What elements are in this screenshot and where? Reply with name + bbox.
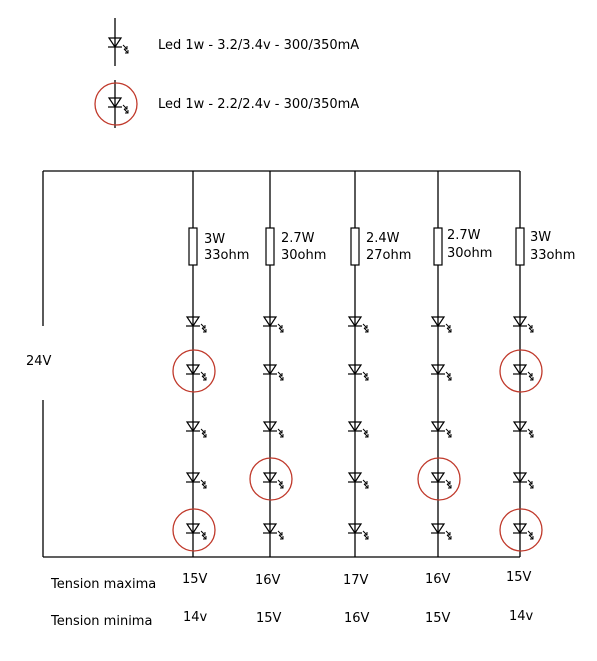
branch-3-vmin: 16V — [344, 611, 370, 626]
branch-5-resistor — [515, 227, 525, 266]
legend-standard-led-icon — [107, 37, 129, 54]
branch-1-led-5-red-circle — [172, 508, 216, 552]
branch-5-led-5-red-circle — [499, 508, 543, 552]
tension-min-label: Tension minima — [51, 614, 153, 629]
branch-5-led-1 — [512, 316, 534, 333]
branch-1-resistance: 33ohm — [204, 248, 250, 263]
branch-2-power: 2.7W — [281, 231, 315, 246]
branch-2-led-3 — [262, 421, 284, 438]
legend-text-red-led: Led 1w - 2.2/2.4v - 300/350mA — [158, 97, 360, 112]
branch-2-vmin: 15V — [256, 611, 282, 626]
branch-5-led-4 — [512, 472, 534, 489]
branch-5-led-2 — [499, 349, 543, 393]
branch-3 — [347, 171, 369, 557]
branch-3-led-1 — [347, 316, 369, 333]
branch-5-power: 3W — [530, 230, 552, 245]
branch-5-led-2-red-circle — [499, 349, 543, 393]
branch-5-resistance: 33ohm — [530, 248, 576, 263]
branch-3-led-4 — [347, 472, 369, 489]
branch-4-led-5 — [430, 523, 452, 540]
branch-1-led-2 — [172, 349, 216, 393]
branch-4-resistance: 30ohm — [447, 246, 493, 261]
branch-4 — [417, 171, 461, 557]
branch-1-resistor — [188, 227, 198, 266]
supply-voltage-label: 24V — [26, 354, 52, 369]
branch-4-power: 2.7W — [447, 228, 481, 243]
branch-5-led-3 — [512, 421, 534, 438]
branch-2-resistance: 30ohm — [281, 248, 327, 263]
branch-2-resistor — [265, 227, 275, 266]
branch-3-vmax: 17V — [343, 573, 369, 588]
branch-2-vmax: 16V — [255, 573, 281, 588]
branch-1-led-5 — [172, 508, 216, 552]
branch-3-power: 2.4W — [366, 231, 400, 246]
branch-4-led-2 — [430, 364, 452, 381]
branch-5-vmax: 15V — [506, 570, 532, 585]
branch-1-vmax: 15V — [182, 572, 208, 587]
branch-2-led-2 — [262, 364, 284, 381]
branch-3-resistance: 27ohm — [366, 248, 412, 263]
branch-2 — [249, 171, 293, 557]
tension-max-label: Tension maxima — [51, 577, 157, 592]
branch-4-led-3 — [430, 421, 452, 438]
branch-4-led-4 — [417, 457, 461, 501]
branch-2-led-1 — [262, 316, 284, 333]
branch-1 — [172, 171, 216, 557]
branch-5 — [499, 171, 543, 557]
branch-2-led-4-red-circle — [249, 457, 293, 501]
branch-1-led-1 — [185, 316, 207, 333]
branch-1-led-3 — [185, 421, 207, 438]
branch-3-led-3 — [347, 421, 369, 438]
legend-red-led-icon-red-circle — [94, 82, 138, 126]
branch-3-resistor — [350, 227, 360, 266]
branch-2-led-4 — [249, 457, 293, 501]
branch-1-power: 3W — [204, 232, 226, 247]
branch-1-vmin: 14v — [183, 610, 208, 625]
branch-4-led-1 — [430, 316, 452, 333]
branch-4-led-4-red-circle — [417, 457, 461, 501]
branch-5-vmin: 14v — [509, 609, 534, 624]
branch-4-vmax: 16V — [425, 572, 451, 587]
branch-3-led-5 — [347, 523, 369, 540]
branch-2-led-5 — [262, 523, 284, 540]
branch-3-led-2 — [347, 364, 369, 381]
branch-1-led-4 — [185, 472, 207, 489]
branch-1-led-2-red-circle — [172, 349, 216, 393]
branch-4-vmin: 15V — [425, 611, 451, 626]
legend-text-standard-led: Led 1w - 3.2/3.4v - 300/350mA — [158, 38, 360, 53]
branch-4-resistor — [433, 227, 443, 266]
legend-red-led-icon — [94, 82, 138, 126]
branch-5-led-5 — [499, 508, 543, 552]
